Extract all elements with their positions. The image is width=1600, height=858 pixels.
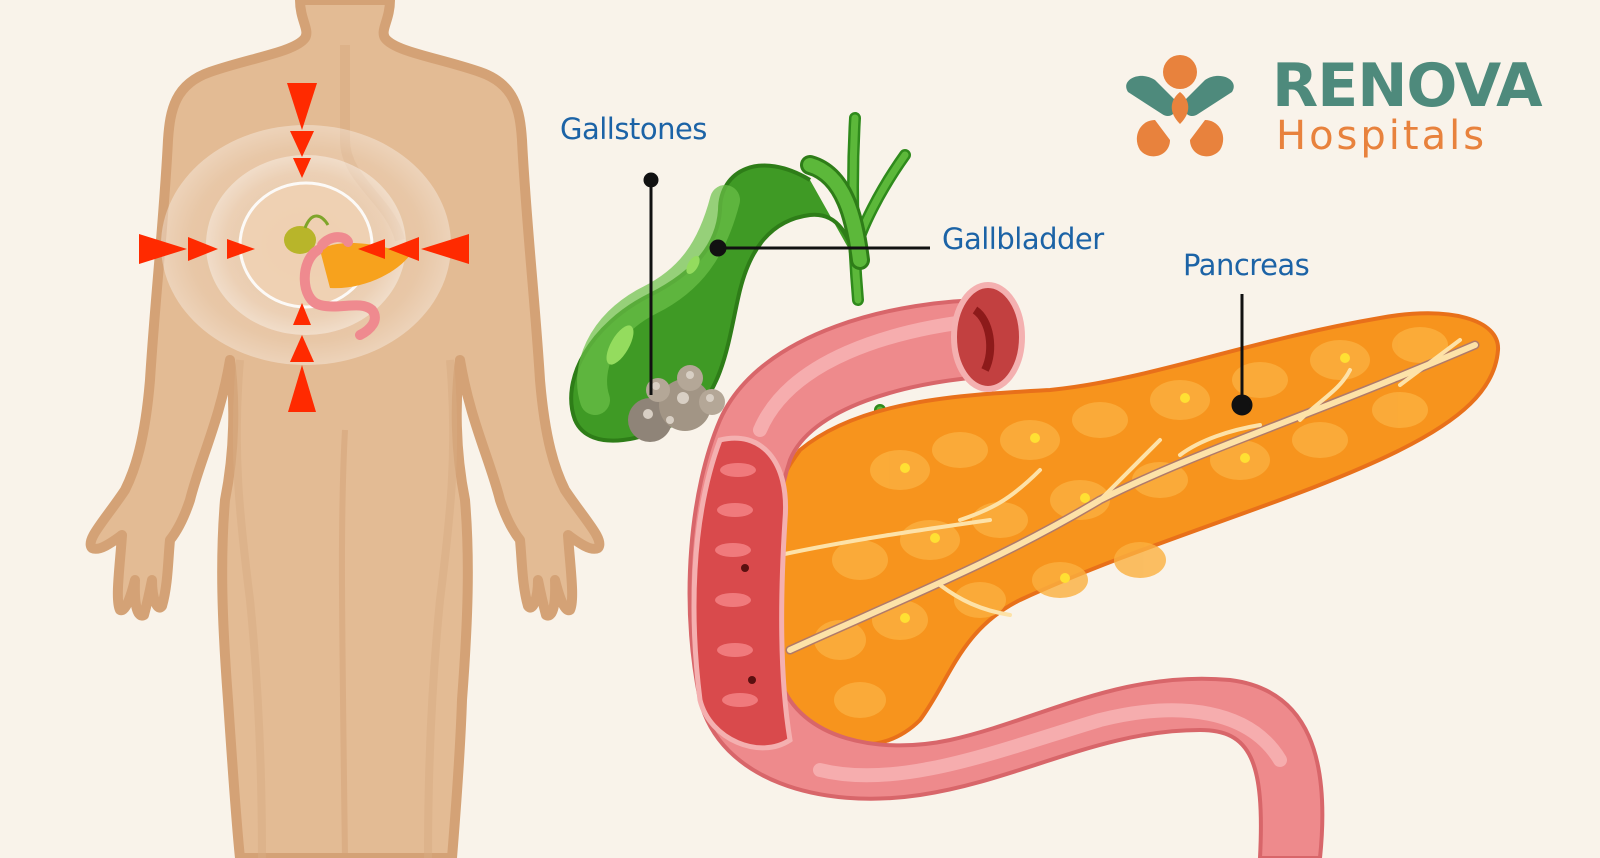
mini-organs-icon [284,214,410,340]
pain-arrows-icon [139,83,469,412]
renova-logo-mark-icon [1126,55,1234,157]
gallbladder-label: Gallbladder [942,222,1104,256]
gallstones-label: Gallstones [560,112,707,146]
logo-subtitle: Hospitals [1276,113,1488,159]
logo-name: RENOVA [1272,51,1543,121]
duodenum-icon [687,282,1325,858]
renova-hospitals-logo: RENOVA Hospitals [1120,51,1543,172]
leader-lines [643,172,1253,416]
gallstones-icon [628,365,725,442]
pancreas-icon [752,311,1501,747]
pancreas-label: Pancreas [1183,248,1310,282]
